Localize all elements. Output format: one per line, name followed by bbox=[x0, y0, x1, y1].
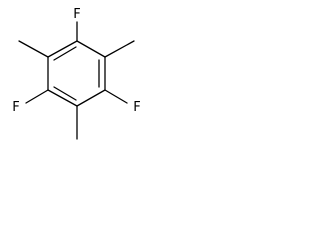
atom-fluorine-right: F bbox=[133, 100, 140, 115]
ring-bond-bottom-right bbox=[76, 89, 106, 107]
bond-to-fluorine-left bbox=[25, 89, 49, 104]
molecule-structure: F F F bbox=[12, 7, 141, 140]
bond-to-methyl-top-right bbox=[104, 40, 135, 58]
atom-fluorine-top: F bbox=[73, 7, 80, 22]
bond-to-methyl-top-left bbox=[18, 40, 49, 58]
ring-bond-top-right bbox=[76, 40, 106, 58]
double-bond-inner-bottom-left bbox=[53, 86, 77, 101]
atom-fluorine-left: F bbox=[12, 100, 19, 115]
bond-to-fluorine-right bbox=[104, 89, 128, 104]
ring-bond-bottom-left bbox=[47, 89, 78, 107]
ring-bond-top-left bbox=[47, 40, 78, 58]
double-bond-inner-top-left bbox=[53, 46, 77, 61]
